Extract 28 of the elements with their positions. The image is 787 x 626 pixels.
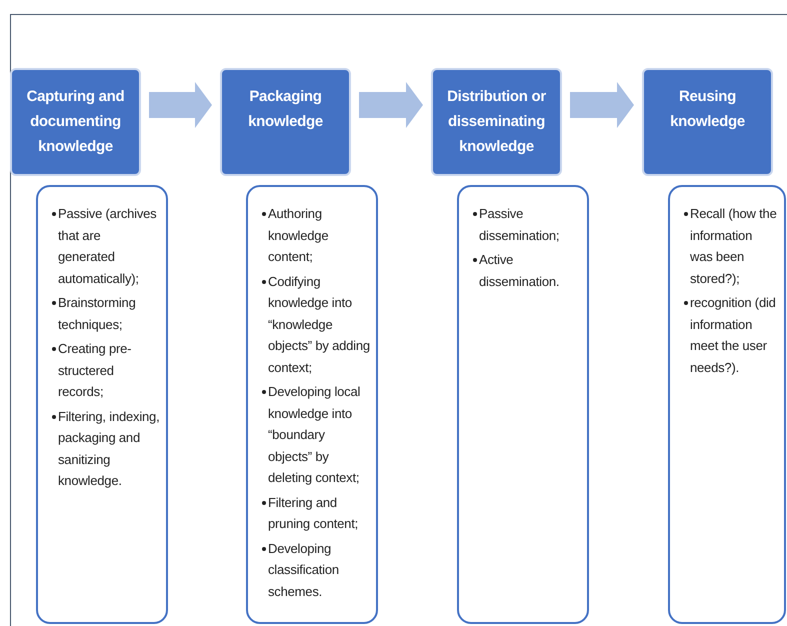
stage-header-box [642,68,773,176]
block-arrow [149,82,212,128]
bullet-item: Passive dissemination; [473,203,581,246]
activity-list-box [668,185,786,624]
bullet-item: Filtering and pruning content; [262,492,370,534]
activity-list-box [457,185,589,624]
activity-list-box [36,185,168,624]
stage-header-box [10,68,141,176]
stage-title: Capturing and documenting knowledge [26,87,126,157]
bullet-item: Developing local knowledge into “boundary objects” by deleting context; [262,381,370,488]
bullet-item: Active dissemination. [473,249,581,292]
bullet-item: Filtering, indexing, packaging and sanitizing knowledge. [52,406,160,492]
stage-header-box [431,68,562,176]
block-arrow [359,82,423,128]
stage-header-box [220,68,351,176]
bullet-item: Creating pre-structered records; [52,338,160,402]
block-arrow [570,82,634,128]
stage-title: Reusing knowledge [669,87,746,132]
activity-list-box [246,185,378,624]
bullet-item: Authoring knowledge content; [262,203,370,268]
stage-title: Packaging knowledge [247,87,324,132]
bullet-item: Developing classification schemes. [262,538,370,602]
bullet-item: Passive (archives that are generated automatically); [52,203,160,289]
stage-title: Distribution or disseminating knowledge [446,87,547,157]
bullet-item: Codifying knowledge into “knowledge objects” by adding context; [262,270,370,378]
bullet-item: Recall (how the information was been stored?); [684,203,778,289]
bullet-item: Brainstorming techniques; [52,292,160,335]
bullet-item: recognition (did information meet the user needs?). [684,292,778,378]
